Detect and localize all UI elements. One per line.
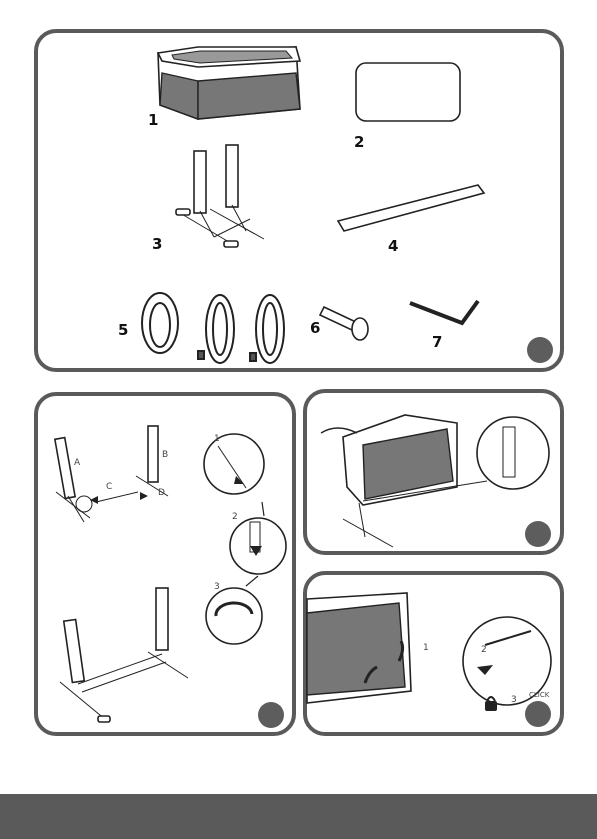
part-number-6: 6 [310, 319, 320, 337]
part-number-4: 4 [388, 237, 398, 255]
part-number-5: 5 [118, 321, 128, 339]
exploded-frame-drawing [55, 426, 168, 522]
part-number-7: 7 [432, 333, 442, 351]
panel-marker-dot [527, 337, 553, 363]
lock-step-3: 3 [511, 695, 517, 705]
hex-key-drawing [410, 301, 478, 323]
assembly-step-2: 2 [232, 512, 238, 522]
bassinet-drawing [158, 47, 300, 119]
part-number-1: 1 [148, 111, 158, 129]
straps-drawing [142, 293, 284, 363]
panel-marker-dot [525, 521, 551, 547]
lock-step-1: 1 [423, 643, 429, 653]
assembly-panel: A B C D 1 2 3 [34, 392, 296, 736]
footer-bar [0, 794, 597, 839]
parts-panel: 1 2 3 4 5 6 7 [34, 29, 564, 372]
panel-marker-dot [258, 702, 284, 728]
mattress-drawing [356, 63, 460, 121]
label-d: D [158, 488, 165, 498]
step-details-drawing [204, 434, 286, 644]
label-b: B [162, 450, 168, 460]
label-a: A [74, 458, 80, 468]
lock-panel: 1 2 3 CLICK [303, 571, 564, 736]
support-bar-drawing [338, 185, 484, 231]
label-c: C [106, 482, 112, 492]
part-number-2: 2 [354, 133, 364, 151]
assembly-step-3: 3 [214, 582, 220, 592]
attach-panel [303, 389, 564, 555]
lock-step-2: 2 [481, 645, 487, 655]
click-label: CLICK [529, 691, 549, 699]
assembled-frame-drawing [60, 588, 188, 722]
assembly-step-1: 1 [214, 434, 220, 444]
assembly-illustration [38, 396, 300, 740]
leg-frame-drawing [176, 145, 264, 247]
panel-marker-dot [525, 701, 551, 727]
part-number-3: 3 [152, 235, 162, 253]
bolt-drawing [320, 307, 368, 340]
